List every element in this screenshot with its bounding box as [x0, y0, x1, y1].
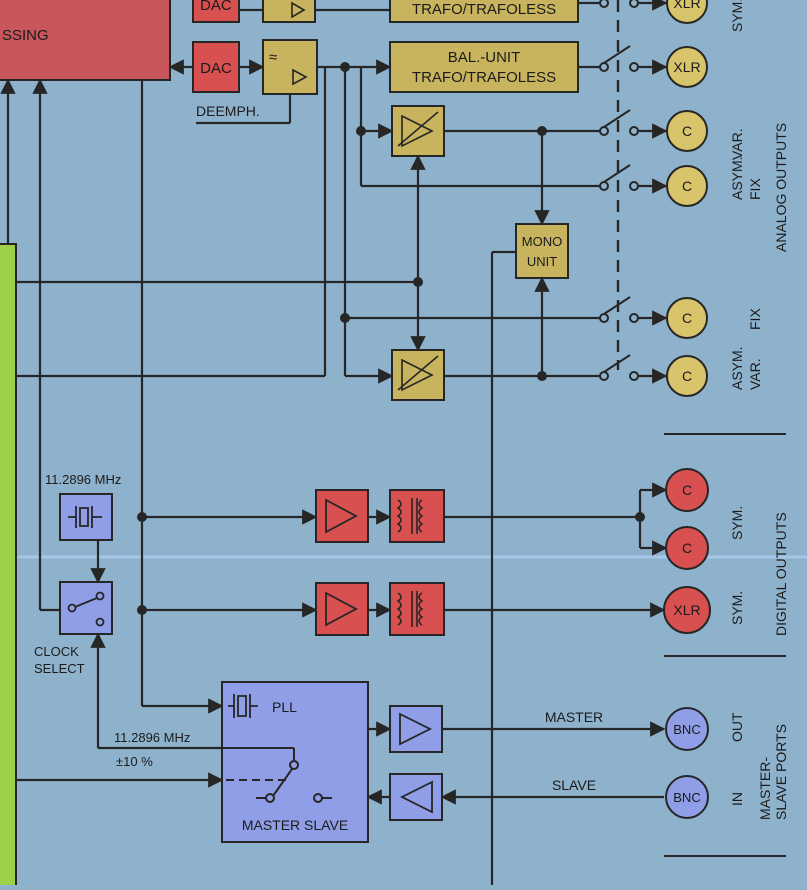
- analog-outputs-label: ANALOG OUTPUTS: [773, 123, 789, 252]
- master-slave-ports-label-1: MASTER-: [757, 757, 773, 820]
- fix-2-label: FIX: [747, 308, 763, 330]
- xlr-top-label: XLR: [673, 0, 700, 11]
- pll-label: PLL: [272, 699, 297, 715]
- digital-driver-1-symbol: [325, 498, 358, 534]
- sym-dig-1-label: SYM.: [729, 506, 745, 540]
- analog-connectors: [666, 0, 708, 397]
- c-dig-1-label: C: [682, 482, 692, 498]
- bnc-connectors: [665, 707, 709, 819]
- clock-select-block: [59, 581, 113, 635]
- c-analog-3-label: C: [682, 310, 692, 326]
- filter-tilde-icon: ≈: [269, 49, 277, 66]
- filter-amp-symbol: [292, 68, 308, 86]
- filter-top-block: [262, 0, 316, 23]
- var-1-label: VAR.: [729, 128, 745, 160]
- master-slave-label: MASTER SLAVE: [242, 817, 348, 833]
- mono-unit-block: [515, 223, 569, 279]
- c-analog-2-label: C: [682, 178, 692, 194]
- master-driver-symbol: [399, 712, 433, 746]
- pll-internal-switch: [222, 747, 332, 803]
- bnc-in-label: BNC: [673, 790, 700, 805]
- processing-label: SSING: [2, 27, 49, 44]
- asym-1-label: ASYM.: [729, 156, 745, 200]
- mono-label-2: UNIT: [527, 254, 557, 269]
- connector-leads: [638, 0, 668, 384]
- junction-dots: [137, 62, 645, 615]
- bal-top-label: TRAFO/TRAFOLESS: [412, 1, 556, 18]
- bal-unit-label-2: TRAFO/TRAFOLESS: [412, 69, 556, 86]
- dac-top-label: DAC: [200, 0, 232, 14]
- master-driver-block: [389, 705, 443, 753]
- digital-outputs-label: DIGITAL OUTPUTS: [773, 512, 789, 636]
- bal-unit-label-1: BAL.-UNIT: [448, 49, 521, 66]
- transformer-1-symbol: [396, 498, 424, 534]
- filter-top-symbol: [291, 1, 306, 19]
- digital-connectors: [663, 468, 711, 634]
- pll-crystal-icon: [228, 694, 258, 718]
- asym-2-label: ASYM.: [729, 346, 745, 390]
- clock-select-label-2: SELECT: [34, 661, 85, 676]
- attenuator-bottom-symbol: [397, 355, 439, 392]
- osc-freq-label: 11.2896 MHz: [45, 472, 121, 487]
- master-label: MASTER: [545, 709, 603, 725]
- digital-driver-1-block: [315, 489, 369, 543]
- var-2-label: VAR.: [747, 358, 763, 390]
- c-analog-1-label: C: [682, 123, 692, 139]
- sym-dig-2-label: SYM.: [729, 591, 745, 625]
- mono-label-1: MONO: [522, 234, 562, 249]
- crystal-oscillator-block: [59, 493, 113, 541]
- processing-block: [0, 0, 171, 81]
- vco-freq-label: 11.2896 MHz: [114, 730, 190, 745]
- in-label: IN: [729, 792, 745, 806]
- bal-unit-block: [389, 41, 579, 93]
- fix-1-label: FIX: [747, 178, 763, 200]
- attenuator-top-symbol: [397, 111, 439, 148]
- digital-wiring: [16, 482, 668, 788]
- bnc-out-label: BNC: [673, 722, 700, 737]
- slave-receiver-block: [389, 773, 443, 821]
- out-label: OUT: [729, 712, 745, 742]
- deemph-label: DEEMPH.: [196, 103, 260, 119]
- clock-select-switch-icon: [67, 591, 105, 627]
- crystal-icon: [68, 506, 102, 528]
- slave-receiver-symbol: [399, 780, 433, 814]
- master-slave-ports-label-2: SLAVE PORTS: [773, 724, 789, 820]
- slave-label: SLAVE: [552, 777, 596, 793]
- analog-wiring: [0, 1, 604, 885]
- dac-label: DAC: [200, 60, 232, 77]
- c-dig-2-label: C: [682, 540, 692, 556]
- digital-driver-2-symbol: [325, 591, 358, 627]
- sym-top-label: SYM.: [729, 0, 745, 32]
- master-slave-wiring: [366, 721, 666, 805]
- xlr-dig-label: XLR: [673, 602, 700, 618]
- c-analog-4-label: C: [682, 368, 692, 384]
- clock-select-label-1: CLOCK: [34, 644, 79, 659]
- xlr-bal-label: XLR: [673, 59, 700, 75]
- green-block: [0, 243, 17, 890]
- digital-driver-2-block: [315, 582, 369, 636]
- vco-range-label: ±10 %: [116, 754, 153, 769]
- transformer-2-symbol: [396, 591, 424, 627]
